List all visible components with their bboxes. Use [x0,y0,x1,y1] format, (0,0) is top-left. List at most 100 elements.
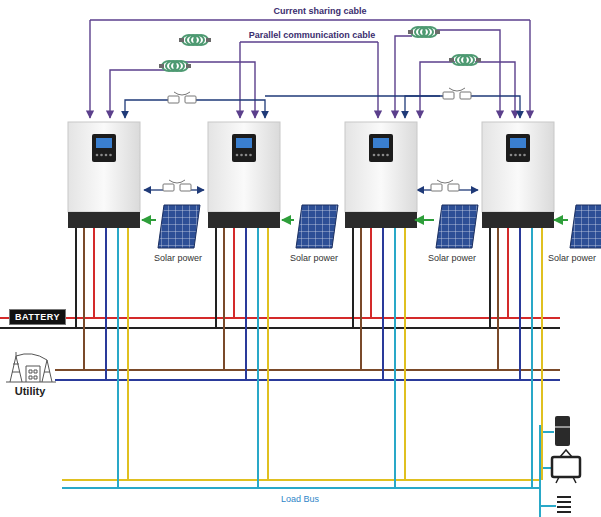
cable-lines [377,42,378,118]
coiled-cable [449,58,454,62]
cable-lines [420,62,455,118]
solar-panel [436,205,478,248]
inverter-button [377,154,380,157]
communication-lines [458,189,478,190]
cable-lines [90,19,530,20]
coiled-cable [476,58,481,62]
wire [541,228,543,480]
wire [105,228,107,380]
solar-panel [142,205,200,248]
communication-lines [190,189,204,190]
coiled-cable [423,27,437,37]
cable-lines [89,20,90,118]
inverter-button [100,154,103,157]
cable-label: Parallel communication cable [247,30,378,40]
bus-lines [55,379,560,381]
splitter [168,92,196,103]
cable-lines [90,20,530,118]
wire [497,228,499,370]
utility-label: Utility [13,385,48,398]
appliance-icons [555,416,570,446]
appliance-icons [556,450,576,483]
utility-icon [6,352,56,382]
appliance-icons [552,457,580,477]
wire [215,228,217,328]
inverter-base [345,212,417,228]
cable-lines [475,62,515,118]
splitter [437,180,453,183]
inverter [345,122,417,488]
cable-label: Current sharing cable [271,6,368,16]
splitter [180,184,191,191]
wire [519,228,521,380]
splitter [168,96,179,103]
cable-lines [395,36,412,118]
utility-icon [6,382,56,383]
wire [352,228,354,328]
coiled-cable [408,30,413,34]
splitter [443,88,471,99]
bus-lines [62,487,540,489]
splitter [163,180,191,191]
inverter-base [68,212,140,228]
wire [83,228,85,370]
inverter-button [249,154,252,157]
inverter-body [208,122,280,212]
coiled-cable [186,64,191,68]
appliance-icons [555,427,570,428]
bus-label: Load Bus [279,494,321,504]
inverter-screen [236,138,252,148]
inverter-button [236,154,239,157]
wire [127,228,129,480]
communication-lines [125,96,520,190]
coiled-cable [179,38,184,42]
splitter [443,92,454,99]
bus-lines [62,479,540,481]
inverter-panel [506,134,530,162]
inverter-button [382,154,385,157]
communication-lines [195,100,265,118]
solar-panel [158,205,200,248]
inverter [482,122,554,488]
wire [245,228,247,380]
solar-panel [415,205,478,248]
communication-lines [417,189,432,190]
inverter-units [68,27,601,488]
coiled-cable [179,35,211,45]
wire [394,228,396,488]
solar-arrow [415,219,434,221]
wire [404,228,406,480]
communication-lines [144,189,165,190]
appliance-icons [557,497,571,512]
cable-lines [435,30,500,118]
coiled-cable [464,55,478,65]
inverter-button [240,154,243,157]
inverter-button [105,154,108,157]
splitter [163,184,174,191]
wire [223,228,225,370]
wire [360,228,362,370]
solar-panel [282,205,338,248]
solar-label: Solar power [546,253,598,263]
splitter [169,180,185,183]
bus-lines [55,369,560,371]
wire [370,228,372,318]
inverter-panel [92,134,116,162]
wire [117,228,119,488]
wire [257,228,259,488]
solar-label: Solar power [288,253,340,263]
inverter-screen [96,138,112,148]
wire [75,228,77,328]
wire [233,228,235,318]
coiled-cable [174,61,188,71]
cable-lines [110,70,165,118]
inverter-button [245,154,248,157]
inverter-base [482,212,554,228]
splitter [174,92,190,95]
splitter [448,184,459,191]
cable-lines [529,20,530,118]
inverter-base [208,212,280,228]
solar-arrow [554,219,568,221]
wire [93,228,95,318]
